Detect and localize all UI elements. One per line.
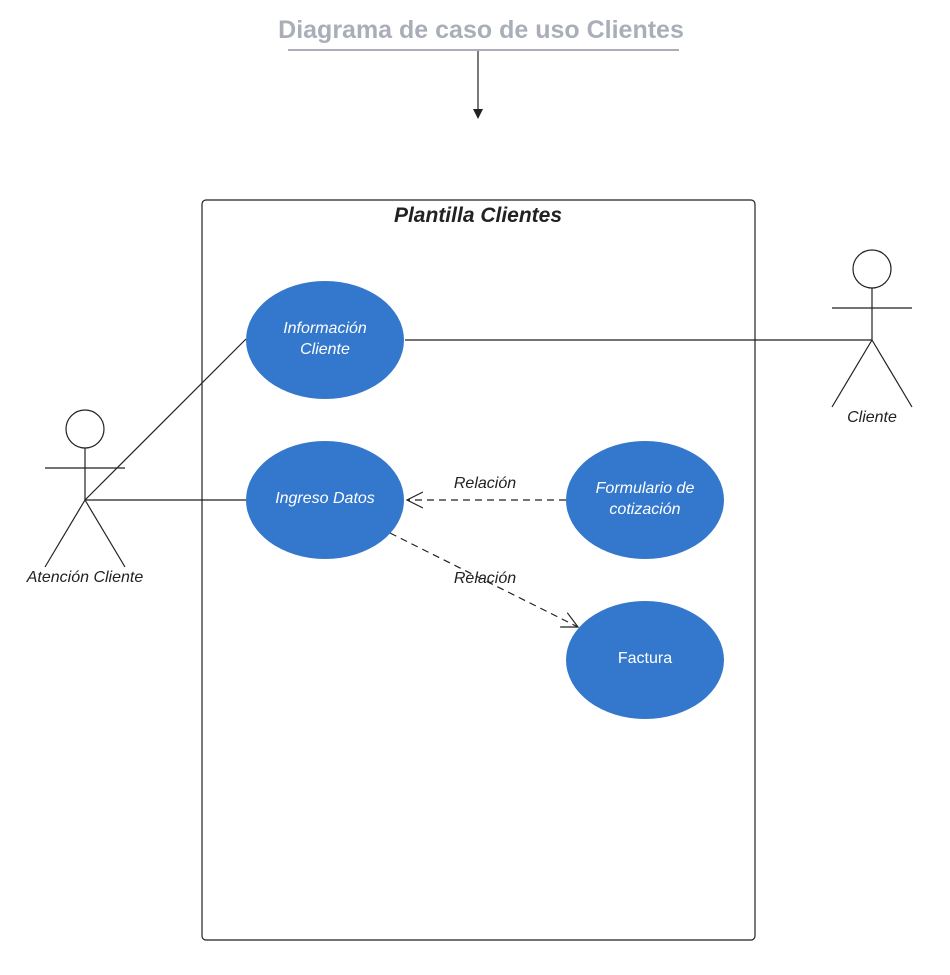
actor-label: Cliente xyxy=(847,409,897,426)
actor-left-leg xyxy=(44,499,86,568)
actor-head xyxy=(852,249,892,289)
actor-left-leg xyxy=(831,339,873,408)
use-case-label-line-2: Cliente xyxy=(300,341,350,358)
association-atencion-informacion xyxy=(84,338,247,501)
diagram-title: Diagrama de caso de uso Clientes xyxy=(278,16,684,44)
use-case-ingreso-datos[interactable]: Ingreso Datos xyxy=(246,441,404,559)
use-case-factura[interactable]: Factura xyxy=(566,601,724,719)
use-case-label-line-1: Formulario de xyxy=(596,480,695,497)
system-label: Plantilla Clientes xyxy=(394,204,562,227)
relation-label-formulario-ingreso: Relación xyxy=(454,475,516,492)
actor-atencion-cliente[interactable]: Atención Cliente xyxy=(26,409,144,586)
actor-label: Atención Cliente xyxy=(26,569,144,586)
actor-right-leg xyxy=(84,499,126,568)
actor-head xyxy=(65,409,105,449)
use-case-label-line-1: Información xyxy=(283,320,367,337)
use-case-formulario-cotizacion[interactable]: Formulario de cotización xyxy=(566,441,724,559)
actor-right-leg xyxy=(871,339,913,408)
relation-label-ingreso-factura: Relación xyxy=(454,570,516,587)
use-case-informacion-cliente[interactable]: Información Cliente xyxy=(246,281,404,399)
use-case-label: Factura xyxy=(618,650,672,667)
use-case-label-line-2: cotización xyxy=(609,501,680,518)
actor-cliente[interactable]: Cliente xyxy=(831,249,913,426)
use-case-label: Ingreso Datos xyxy=(275,490,375,507)
